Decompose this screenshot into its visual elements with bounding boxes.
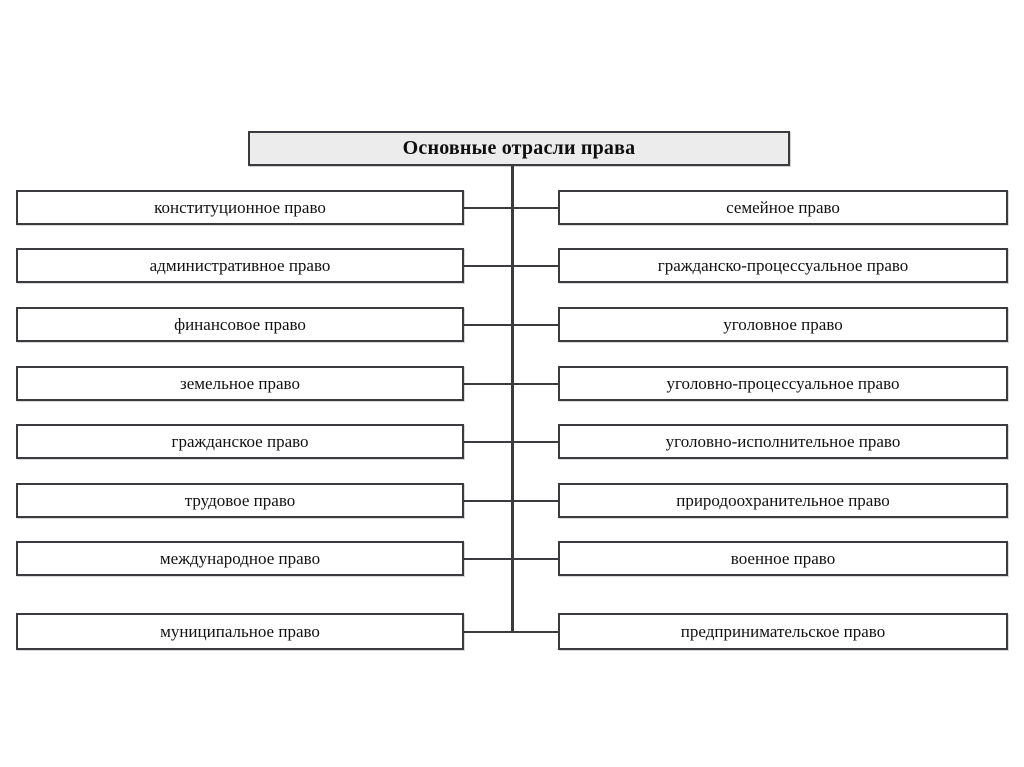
branch-line-left-1 [464,207,512,209]
node-left-3[interactable]: финансовое право [16,307,464,342]
diagram-title-text: Основные отрасли права [402,137,636,159]
node-left-2-label: административное право [149,256,331,275]
branch-line-right-3 [512,324,559,326]
node-left-8-label: муниципальное право [160,622,320,641]
branch-line-right-8 [512,631,559,633]
node-left-7[interactable]: международное право [16,541,464,576]
branch-line-left-2 [464,265,512,267]
node-left-2[interactable]: административное право [16,248,464,283]
node-left-3-label: финансовое право [174,315,306,334]
node-left-8[interactable]: муниципальное право [16,613,464,650]
node-left-1[interactable]: конституционное право [16,190,464,225]
branch-line-right-7 [512,558,559,560]
branch-line-right-4 [512,383,559,385]
trunk-connector-line [511,166,514,632]
branch-line-left-6 [464,500,512,502]
node-right-3-label: уголовное право [723,315,843,334]
node-right-1[interactable]: семейное право [558,190,1008,225]
branch-line-left-7 [464,558,512,560]
node-right-4[interactable]: уголовно-процессуальное право [558,366,1008,401]
node-right-2-label: гражданско-процессуальное право [657,256,909,275]
node-right-4-label: уголовно-процессуальное право [666,374,900,393]
branch-line-left-5 [464,441,512,443]
node-right-1-label: семейное право [726,198,840,217]
node-left-6[interactable]: трудовое право [16,483,464,518]
node-left-4[interactable]: земельное право [16,366,464,401]
node-right-7-label: военное право [730,549,836,568]
node-left-6-label: трудовое право [184,491,296,510]
branch-line-left-3 [464,324,512,326]
node-left-7-label: международное право [159,549,321,568]
branch-line-left-8 [464,631,512,633]
node-right-5-label: уголовно-исполнительное право [665,432,901,451]
diagram-title-box: Основные отрасли права [248,131,790,166]
node-right-8[interactable]: предпринимательское право [558,613,1008,650]
branch-line-right-2 [512,265,559,267]
branch-line-right-5 [512,441,559,443]
branch-line-right-6 [512,500,559,502]
node-left-1-label: конституционное право [154,198,326,217]
node-right-5[interactable]: уголовно-исполнительное право [558,424,1008,459]
branch-line-right-1 [512,207,559,209]
node-right-2[interactable]: гражданско-процессуальное право [558,248,1008,283]
node-right-6-label: природоохранительное право [676,491,890,510]
node-left-4-label: земельное право [180,374,300,393]
node-right-8-label: предпринимательское право [680,622,886,641]
node-right-7[interactable]: военное право [558,541,1008,576]
node-left-5-label: гражданское право [171,432,309,451]
branch-line-left-4 [464,383,512,385]
node-left-5[interactable]: гражданское право [16,424,464,459]
node-right-6[interactable]: природоохранительное право [558,483,1008,518]
node-right-3[interactable]: уголовное право [558,307,1008,342]
